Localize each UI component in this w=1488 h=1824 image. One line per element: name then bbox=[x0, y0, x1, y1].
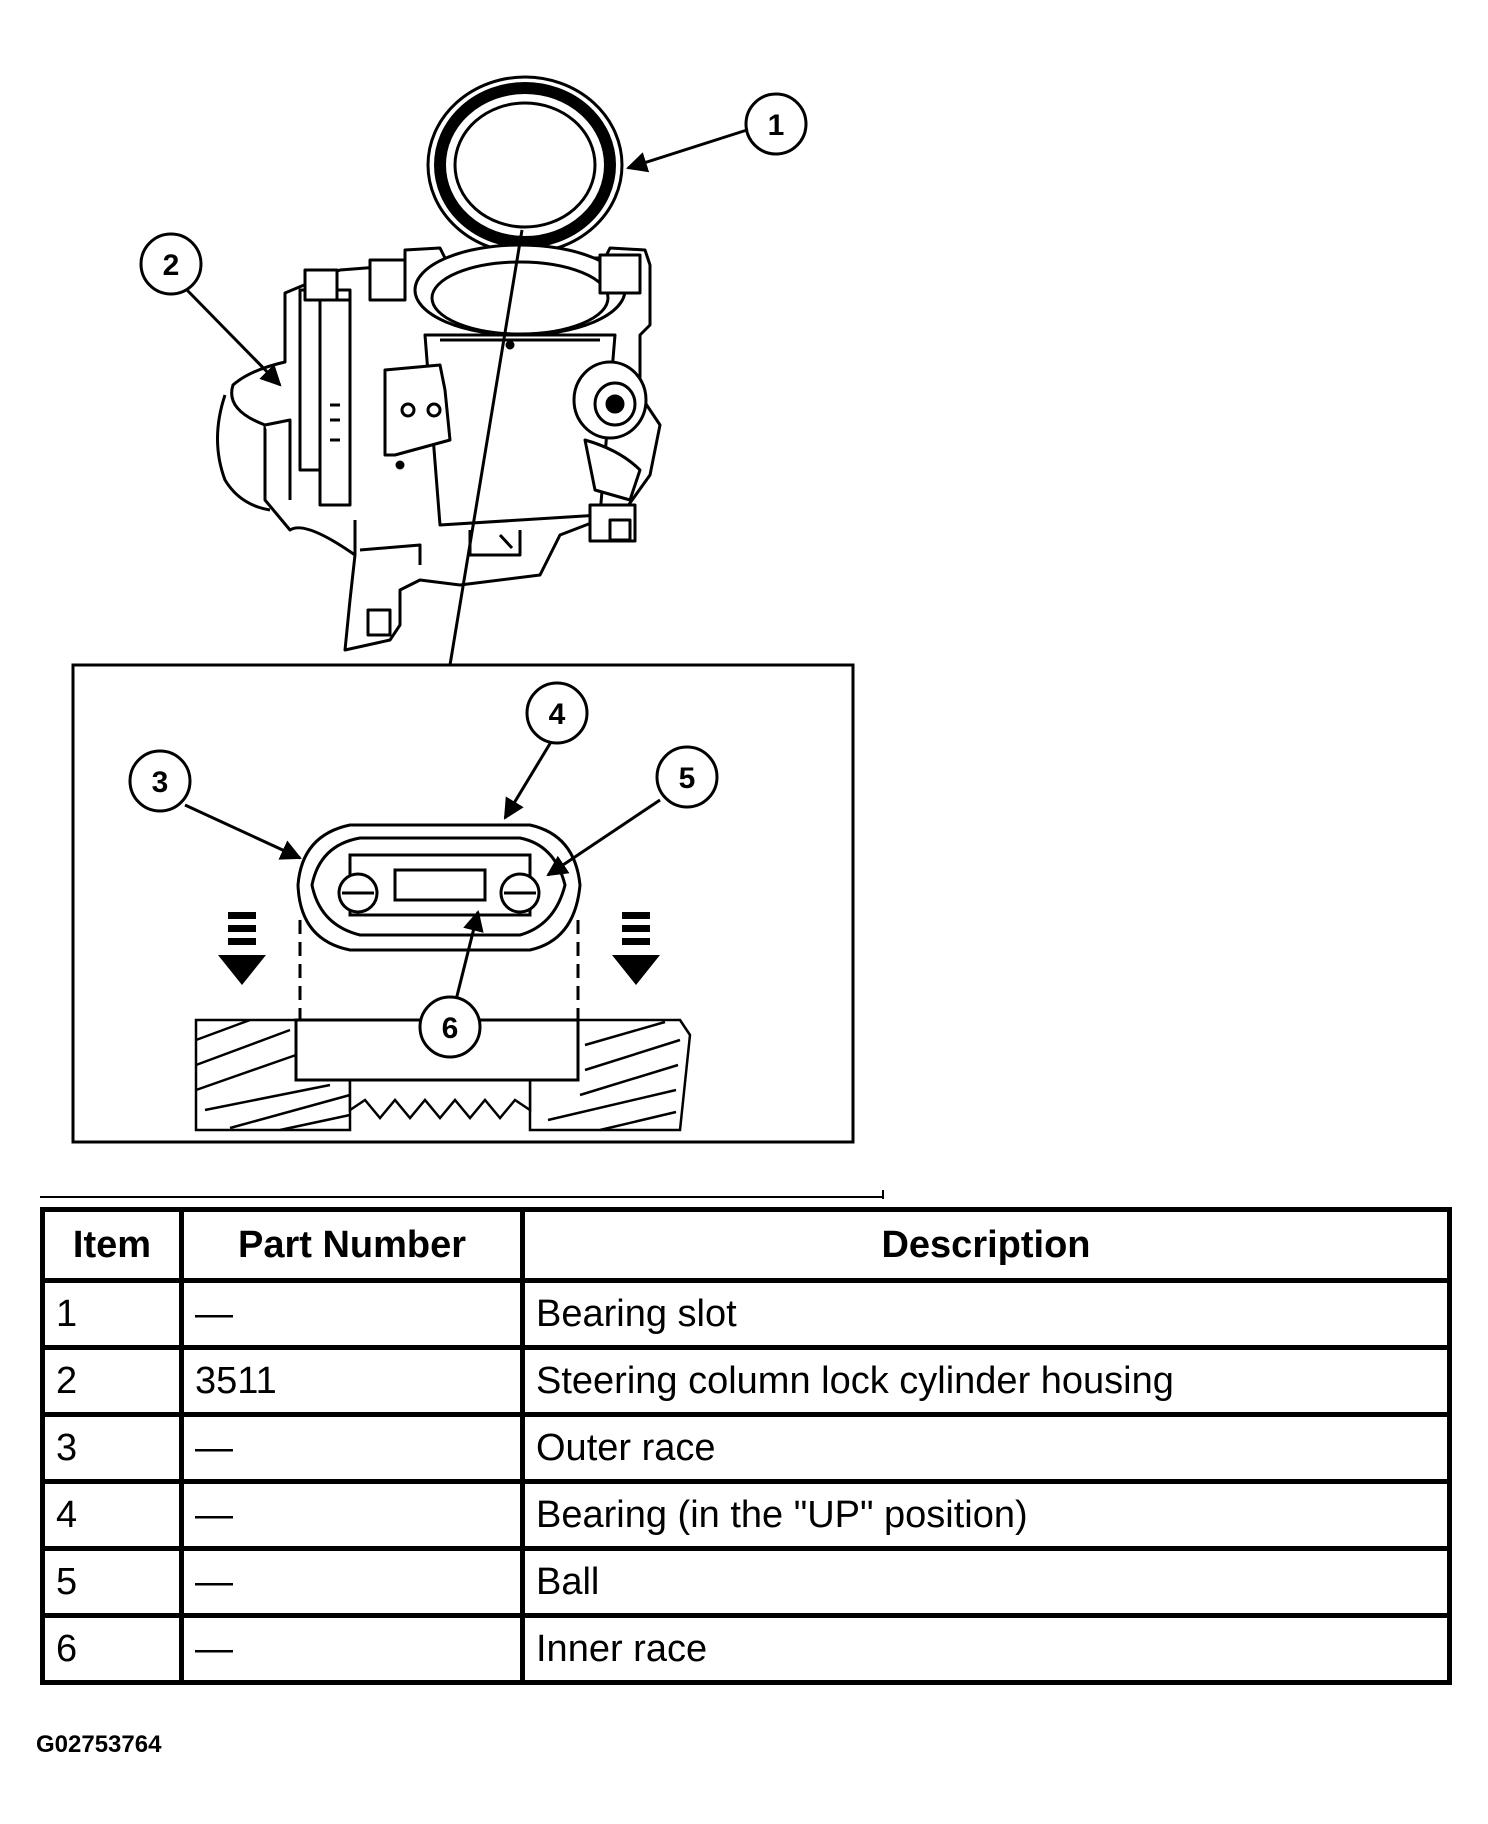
part-number-cell: 3511 bbox=[179, 1345, 525, 1417]
description-cell: Bearing (in the "UP" position) bbox=[520, 1479, 1452, 1551]
figure-code: G02753764 bbox=[36, 1731, 162, 1758]
callout-4: 4 bbox=[525, 681, 589, 745]
svg-text:5: 5 bbox=[679, 762, 696, 795]
callout-3: 3 bbox=[128, 749, 192, 813]
description-cell: Steering column lock cylinder housing bbox=[520, 1345, 1452, 1417]
svg-text:4: 4 bbox=[549, 698, 566, 731]
table-row: 4 — Bearing (in the "UP" position) bbox=[40, 1479, 1452, 1551]
dashed-press-outline bbox=[298, 920, 580, 1020]
callout-1: 1 bbox=[744, 92, 808, 156]
force-arrow-right bbox=[612, 912, 660, 985]
table-top-tick bbox=[882, 1190, 884, 1199]
table-row: 1 — Bearing slot bbox=[40, 1278, 1452, 1350]
part-number-cell: — bbox=[179, 1412, 525, 1484]
parts-table: Item Part Number Description 1 — Bearing… bbox=[40, 1207, 1452, 1685]
header-part-number: Part Number bbox=[179, 1207, 525, 1283]
item-cell: 3 bbox=[40, 1412, 184, 1484]
svg-text:1: 1 bbox=[768, 109, 785, 142]
table-row: 3 — Outer race bbox=[40, 1412, 1452, 1484]
callout-2: 2 bbox=[139, 232, 203, 296]
force-arrow-left bbox=[218, 912, 266, 985]
part-number-cell: — bbox=[179, 1479, 525, 1551]
bearing-diagram: 1 2 3 4 5 6 bbox=[71, 75, 855, 1144]
header-item: Item bbox=[40, 1207, 184, 1283]
part-number-cell: — bbox=[179, 1546, 525, 1618]
svg-text:2: 2 bbox=[163, 249, 180, 282]
callout-6: 6 bbox=[418, 995, 482, 1059]
item-cell: 6 bbox=[40, 1613, 184, 1685]
description-cell: Ball bbox=[520, 1546, 1452, 1618]
table-row: 5 — Ball bbox=[40, 1546, 1452, 1618]
callout-5: 5 bbox=[655, 745, 719, 809]
support-base bbox=[348, 1078, 532, 1120]
item-cell: 4 bbox=[40, 1479, 184, 1551]
table-row: 6 — Inner race bbox=[40, 1613, 1452, 1685]
detail-inset bbox=[71, 663, 855, 1144]
item-cell: 5 bbox=[40, 1546, 184, 1618]
description-cell: Inner race bbox=[520, 1613, 1452, 1685]
table-header-row: Item Part Number Description bbox=[40, 1207, 1452, 1283]
item-cell: 1 bbox=[40, 1278, 184, 1350]
item-cell: 2 bbox=[40, 1345, 184, 1417]
svg-text:3: 3 bbox=[152, 766, 169, 799]
description-cell: Outer race bbox=[520, 1412, 1452, 1484]
table-top-rule bbox=[40, 1196, 884, 1198]
bearing-section bbox=[296, 823, 582, 952]
detail-leader bbox=[448, 229, 524, 666]
bearing-ring bbox=[426, 75, 624, 255]
description-cell: Bearing slot bbox=[520, 1278, 1452, 1350]
part-number-cell: — bbox=[179, 1278, 525, 1350]
svg-text:6: 6 bbox=[442, 1012, 459, 1045]
lock-cylinder-housing bbox=[216, 243, 662, 652]
table-row: 2 3511 Steering column lock cylinder hou… bbox=[40, 1345, 1452, 1417]
part-number-cell: — bbox=[179, 1613, 525, 1685]
callout-leaders bbox=[183, 128, 748, 1001]
header-description: Description bbox=[520, 1207, 1452, 1283]
